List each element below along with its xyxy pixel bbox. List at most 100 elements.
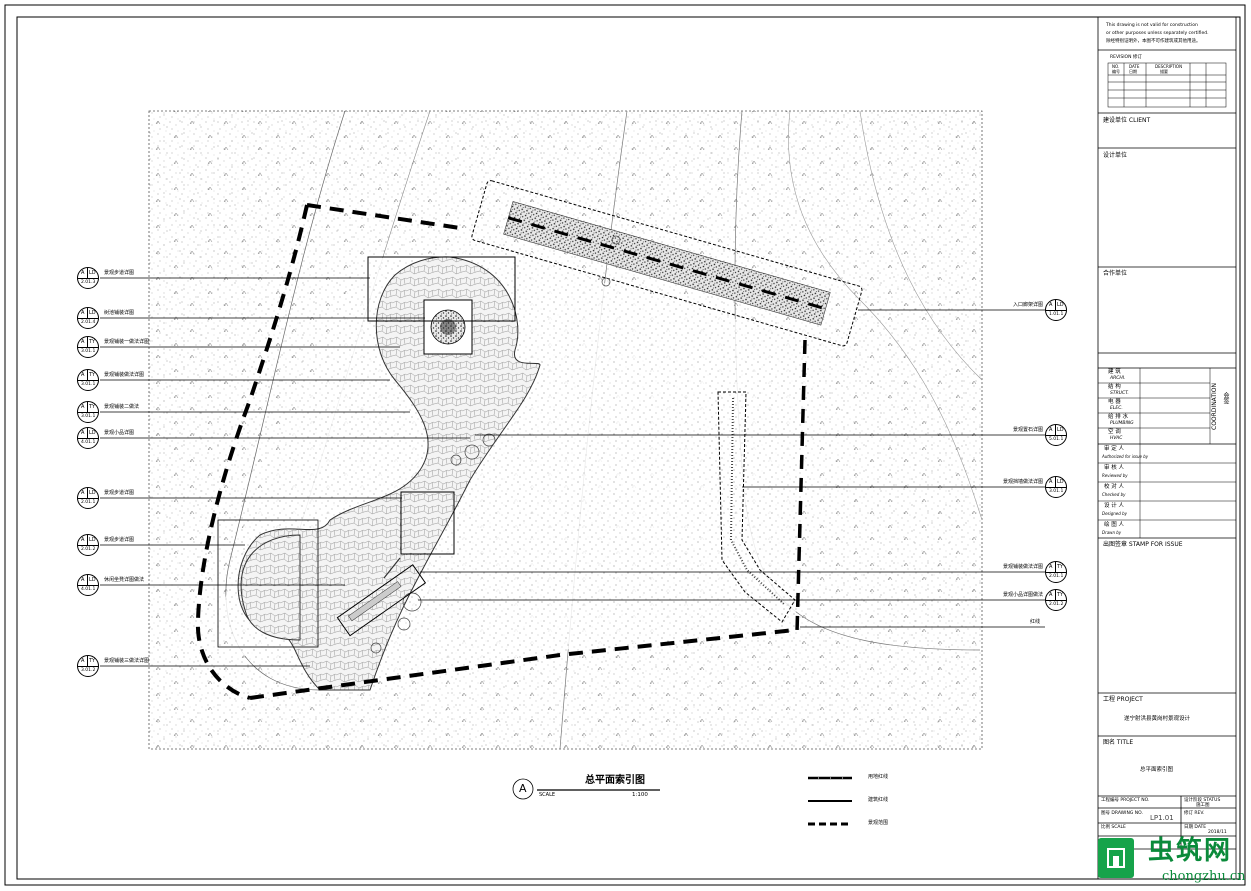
- project-no-label: 工程编号 PROJECT NO.: [1101, 798, 1150, 803]
- left-callout-bubble: A TY 3.01.1: [77, 401, 99, 423]
- notice-line-3: 除经特别证明外，本图不可作建筑或其他用途。: [1106, 39, 1201, 44]
- callout-letter: A: [81, 339, 85, 345]
- approval-role-en: Designed by: [1102, 511, 1127, 516]
- right-callout-label: 景观小品详图做法: [1002, 592, 1043, 598]
- coordination-discipline-en: PLUMBING: [1110, 421, 1134, 426]
- designer-label: 设计单位: [1103, 152, 1128, 159]
- callout-letter: A: [81, 430, 85, 436]
- caption-scale-value: 1:100: [632, 792, 648, 798]
- status-label: 设计阶段 STATUS: [1184, 798, 1221, 803]
- revision-header-no-cn: 编号: [1112, 69, 1120, 74]
- callout-number: 4.01.1: [81, 440, 96, 445]
- left-callout-label: 景观步道详图: [104, 490, 135, 496]
- title-name: 总平面索引图: [1140, 767, 1174, 773]
- callout-divider: [87, 656, 88, 666]
- approval-role-cn: 绘 图 人: [1104, 522, 1124, 528]
- callout-divider: [87, 337, 88, 347]
- callout-letter: A: [81, 577, 85, 583]
- coordination-discipline-en: ELEC.: [1110, 406, 1123, 411]
- revision-header-date: DATE: [1129, 64, 1140, 69]
- callout-divider: [87, 308, 88, 318]
- revision-header-date-cn: 日期: [1129, 69, 1137, 74]
- date-label: 日期 DATE: [1184, 825, 1207, 830]
- revision-header-desc-cn: 描要: [1160, 69, 1168, 74]
- callout-letter: A: [1049, 479, 1053, 485]
- callout-letter: A: [81, 270, 85, 276]
- callout-number: 1.01.1: [1049, 312, 1064, 317]
- legend-label-1: 建筑红线: [868, 797, 889, 803]
- right-callout-label: 景观置石详图: [1012, 427, 1043, 433]
- callout-divider: [87, 575, 88, 585]
- coordination-label: COORDINATION: [1211, 383, 1218, 430]
- callout-letter: A: [81, 404, 85, 410]
- left-callout-label: 景观步道详图: [104, 537, 135, 543]
- callout-number: 2.01.1: [1049, 574, 1064, 579]
- coordination-discipline-cn: 建 筑: [1108, 369, 1121, 375]
- rev-label: 修订 REV.: [1184, 811, 1205, 816]
- left-callout-label: 休闲坐凳详图做法: [104, 577, 145, 583]
- callout-letter: A: [81, 537, 85, 543]
- callout-code: LD: [89, 490, 96, 496]
- callout-divider: [1055, 300, 1056, 310]
- left-callout-label: 景观小品详图: [104, 430, 135, 436]
- callout-code: LD: [89, 310, 96, 316]
- approval-role-cn: 设 计 人: [1104, 503, 1124, 509]
- callout-divider: [1055, 590, 1056, 600]
- left-callout-label: 景观铺装一做法详图: [104, 339, 150, 345]
- callout-number: 5.01.1: [1049, 437, 1064, 442]
- watermark-cn: 虫筑网: [1148, 836, 1233, 866]
- left-callout-bubble: A LD 4.01.1: [77, 574, 99, 596]
- watermark-logo: [1098, 838, 1134, 878]
- callout-divider: [78, 347, 98, 348]
- revision-header-no: NO.: [1112, 64, 1120, 69]
- right-callout-label: 红线: [1030, 619, 1041, 625]
- stamp-label: 出图签章 STAMP FOR ISSUE: [1103, 541, 1183, 548]
- callout-code: TY: [89, 404, 96, 410]
- callout-code: TY: [1057, 592, 1064, 598]
- left-callout-label: 树池铺装详图: [104, 310, 135, 316]
- callout-code: LD: [89, 537, 96, 543]
- callout-code: TY: [1057, 564, 1064, 570]
- left-callout-label: 景观步道详图: [104, 270, 135, 276]
- callout-divider: [78, 412, 98, 413]
- coordination-discipline-cn: 空 调: [1108, 429, 1121, 435]
- callout-divider: [78, 498, 98, 499]
- coordination-discipline-cn: 结 构: [1108, 384, 1121, 390]
- callout-divider: [1046, 572, 1066, 573]
- drawing-no-label: 图号 DRAWING NO.: [1101, 811, 1143, 816]
- revision-label: REVISION 修订: [1110, 55, 1142, 60]
- client-label: 建设单位 CLIENT: [1103, 117, 1151, 124]
- callout-number: 4.01.1: [81, 587, 96, 592]
- callout-code: LD: [89, 270, 96, 276]
- callout-divider: [87, 370, 88, 380]
- left-callout-label: 景观铺装做法详图: [104, 372, 145, 378]
- approval-role-en: Reviewed by: [1102, 473, 1128, 478]
- approval-role-en: Checked by: [1102, 492, 1126, 497]
- callout-number: 2.01.2: [1049, 602, 1064, 607]
- callout-number: 3.01.1: [81, 414, 96, 419]
- coordination-discipline-en: HVAC: [1110, 436, 1123, 441]
- callout-letter: A: [81, 372, 85, 378]
- caption-title: 总平面索引图: [585, 775, 645, 786]
- callout-divider: [78, 666, 98, 667]
- callout-code: LD: [89, 577, 96, 583]
- callout-number: 3.01.2: [81, 668, 96, 673]
- callout-number: 3.01.1: [1049, 489, 1064, 494]
- callout-letter: A: [81, 658, 85, 664]
- callout-code: TY: [89, 339, 96, 345]
- callout-divider: [87, 268, 88, 278]
- callout-divider: [78, 318, 98, 319]
- callout-code: LD: [89, 430, 96, 436]
